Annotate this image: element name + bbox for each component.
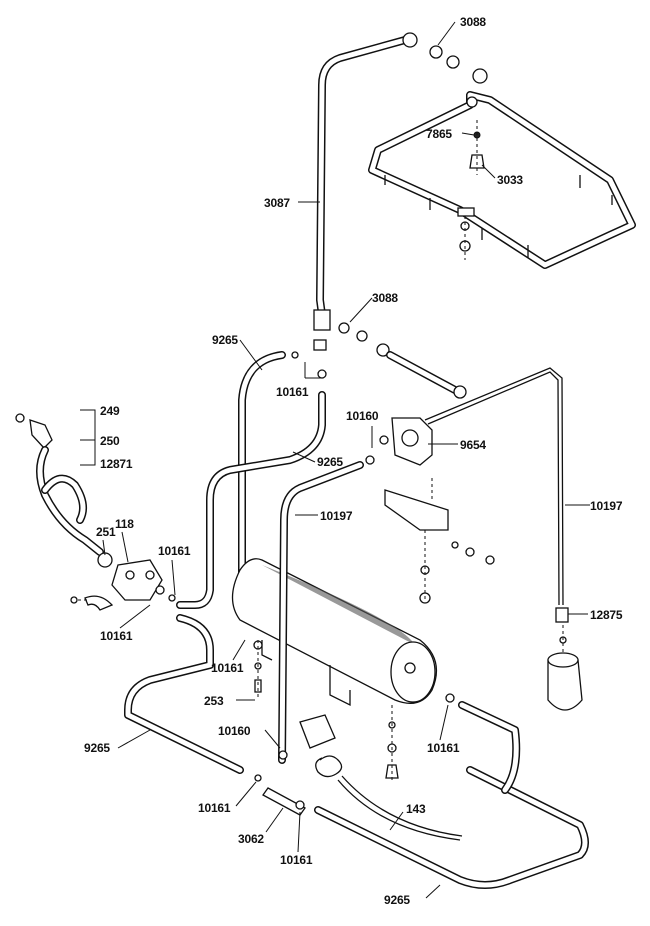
callout-118: 118 <box>115 517 134 531</box>
ring-10161-g <box>295 800 305 810</box>
bracket-nut <box>465 547 475 557</box>
callout-10161-f: 10161 <box>198 801 231 815</box>
valve-port-b <box>145 570 155 580</box>
washer-3088-mid <box>338 322 350 334</box>
callout-3088-mid: 3088 <box>372 291 398 305</box>
callout-250: 250 <box>100 434 120 448</box>
nut-3088-top <box>446 55 460 69</box>
callout-10197-b: 10197 <box>590 499 623 513</box>
valve-body <box>111 559 163 601</box>
callout-143: 143 <box>406 802 426 816</box>
callout-9654: 9654 <box>460 438 486 452</box>
callout-249: 249 <box>100 404 120 418</box>
control-9654 <box>379 417 495 604</box>
valve-clip <box>84 595 114 611</box>
screw-253 <box>254 679 262 693</box>
bulb-fitting-12875 <box>555 607 569 623</box>
callout-9265-c: 9265 <box>84 741 110 755</box>
frame-bracket <box>457 207 475 217</box>
hose-washer <box>15 413 25 423</box>
tube-3087 <box>316 32 488 319</box>
frame-inlet-fitting <box>466 96 478 108</box>
bracket-washer <box>451 541 459 549</box>
inlet-hose <box>15 413 113 568</box>
callout-9265-d: 9265 <box>384 893 410 907</box>
callout-251: 251 <box>96 525 116 539</box>
tee-fitting <box>291 309 467 399</box>
ring-10160-a <box>365 455 375 465</box>
callout-10161-d: 10161 <box>211 661 244 675</box>
nut-mid-end <box>453 385 467 399</box>
ring-10161-e <box>445 693 455 703</box>
tee-branch <box>313 339 327 351</box>
valve-port-a <box>125 570 135 580</box>
callout-3062: 3062 <box>238 832 264 846</box>
callout-9265-b: 9265 <box>317 455 343 469</box>
callout-9265-a: 9265 <box>212 333 238 347</box>
tube-10197-b <box>278 455 375 764</box>
callout-3088-top: 3088 <box>460 15 486 29</box>
callout-7865: 7865 <box>426 127 452 141</box>
hose-9265-upper <box>176 351 326 609</box>
leader-lines <box>80 21 590 899</box>
washer-3088-top <box>429 45 443 59</box>
ring-b <box>317 369 327 379</box>
callout-12875: 12875 <box>590 608 623 622</box>
callout-10197-a: 10197 <box>320 509 353 523</box>
callout-10160-a: 10160 <box>346 409 379 423</box>
capillary-10197 <box>424 367 583 711</box>
callout-10161-b: 10161 <box>158 544 191 558</box>
control-ring <box>379 435 389 445</box>
callout-3033: 3033 <box>497 173 523 187</box>
hose-elbow <box>29 419 53 449</box>
heater-tank <box>231 558 438 780</box>
callout-10161-a: 10161 <box>276 385 309 399</box>
nipple-3033 <box>469 154 485 169</box>
thermostat-body <box>299 714 336 749</box>
thermostat-143 <box>299 714 463 841</box>
control-dial <box>401 429 419 447</box>
callout-10161-e: 10161 <box>427 741 460 755</box>
ring-10160-b <box>278 750 288 760</box>
elbow-top <box>402 32 418 48</box>
valve-screw <box>70 596 78 604</box>
valve-port-c <box>155 585 165 595</box>
callout-3087: 3087 <box>264 196 290 210</box>
ring-10161-f <box>254 774 262 782</box>
callout-253: 253 <box>204 694 224 708</box>
fitting-top <box>472 68 488 84</box>
tee-body <box>313 309 331 331</box>
tank-port <box>404 662 416 674</box>
callout-10161-g: 10161 <box>280 853 313 867</box>
valve-ring <box>168 594 176 602</box>
sensor-bulb <box>547 659 583 711</box>
callout-10161-c: 10161 <box>100 629 133 643</box>
burner-frame <box>368 91 636 269</box>
callout-12871: 12871 <box>100 457 133 471</box>
mounting-bracket <box>384 489 449 531</box>
nut-3088-mid <box>356 330 368 342</box>
fitting-mid <box>376 343 390 357</box>
callout-labels: 3088 7865 3033 3087 3088 9265 10161 249 … <box>84 15 623 907</box>
callout-10160-b: 10160 <box>218 724 251 738</box>
hose-9265-lower <box>124 614 589 889</box>
nut-251 <box>97 552 113 568</box>
tank-shading <box>262 565 415 645</box>
bracket-nut-b <box>485 555 495 565</box>
ring-a <box>291 351 299 359</box>
bulb-cap <box>547 652 579 668</box>
valve-118 <box>70 559 176 611</box>
